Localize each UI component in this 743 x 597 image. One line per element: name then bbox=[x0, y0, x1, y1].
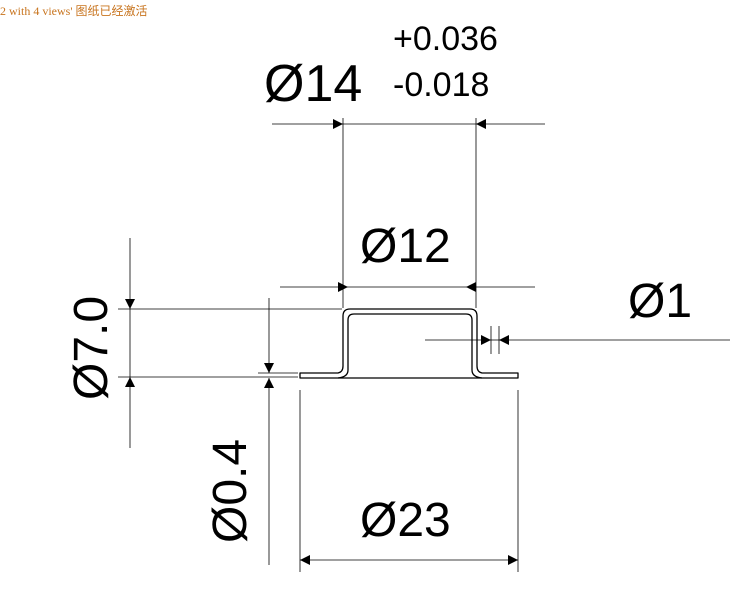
part-profile bbox=[299, 308, 519, 379]
label-d7: Ø7.0 bbox=[65, 296, 118, 400]
part-outer-contour bbox=[299, 308, 519, 379]
label-d04: Ø0.4 bbox=[204, 439, 257, 543]
dimension-labels: Ø14 +0.036 -0.018 Ø12 Ø1 Ø23 Ø7.0 Ø0.4 bbox=[65, 20, 692, 547]
dimension-lines bbox=[125, 119, 730, 565]
part-inner-contour bbox=[337, 313, 483, 379]
label-tol-lower: -0.018 bbox=[393, 66, 489, 104]
label-d1: Ø1 bbox=[628, 275, 692, 328]
activation-watermark: 2 with 4 views' 图纸已经激活 bbox=[0, 4, 148, 18]
extension-lines bbox=[118, 118, 519, 572]
label-d14: Ø14 bbox=[264, 55, 362, 113]
label-d12: Ø12 bbox=[360, 220, 451, 273]
label-d23: Ø23 bbox=[360, 494, 451, 547]
label-tol-upper: +0.036 bbox=[393, 20, 498, 58]
